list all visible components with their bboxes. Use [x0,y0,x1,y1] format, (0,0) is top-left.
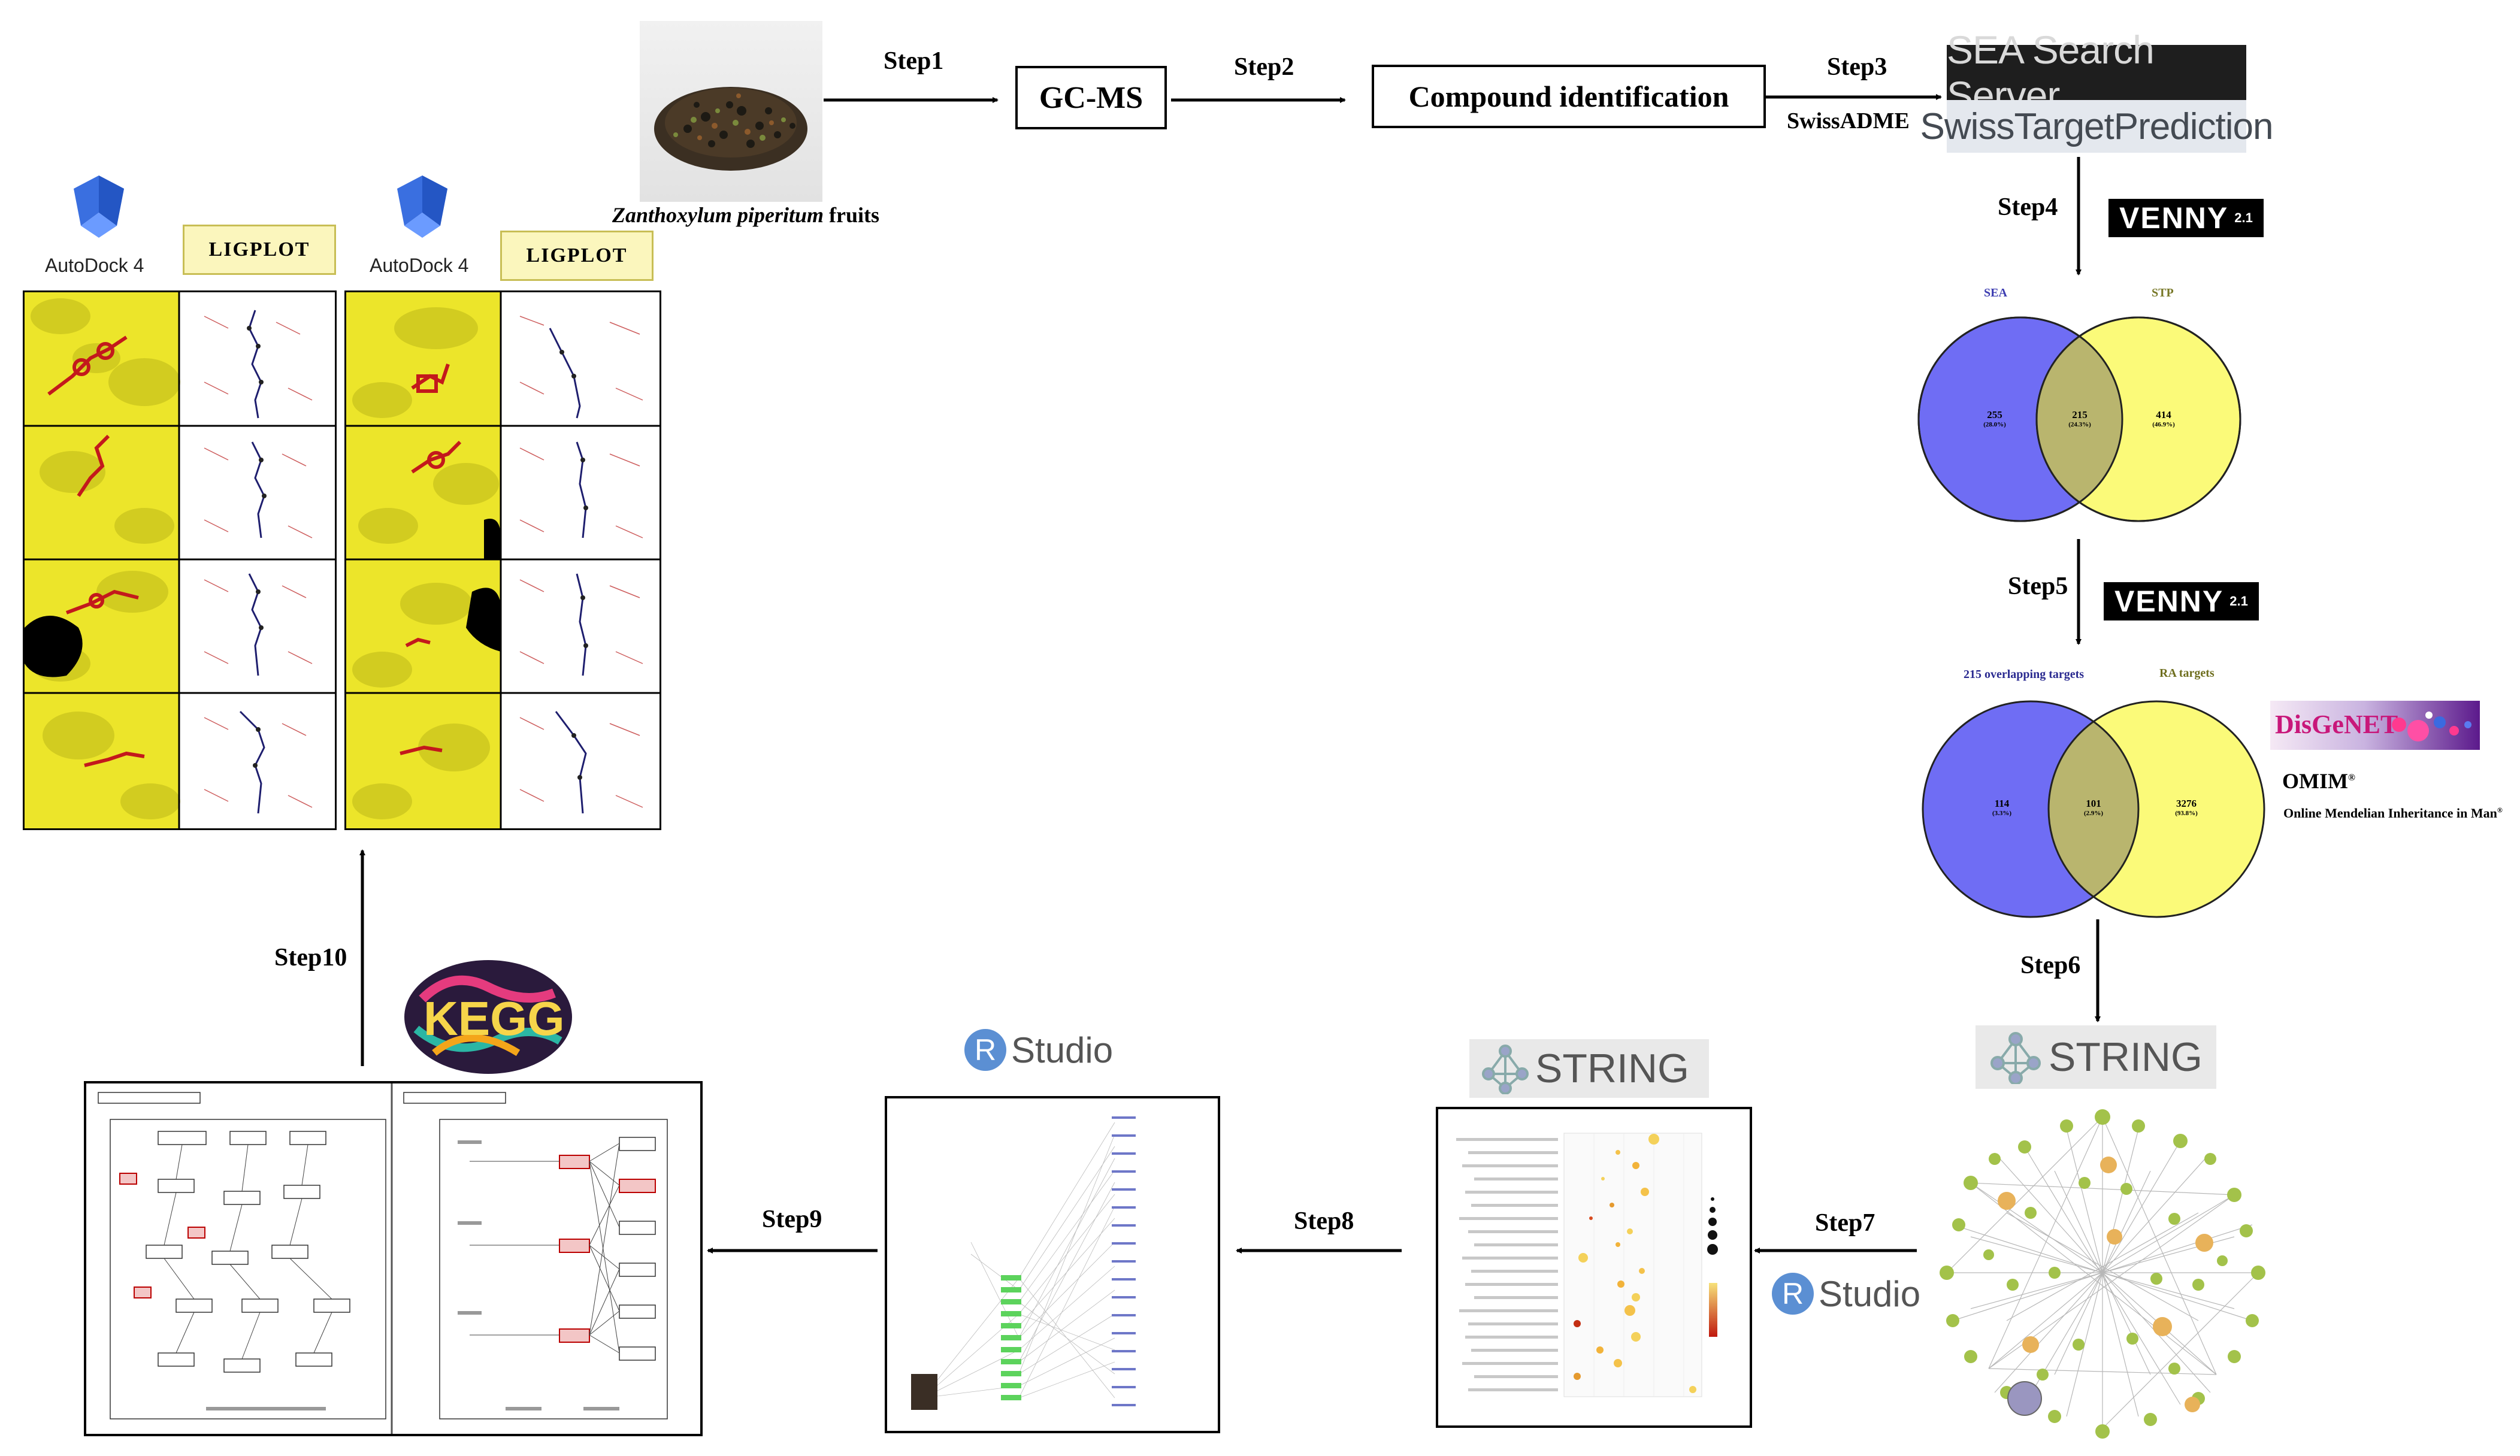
venn1-left-count: 255 (28.0%) [1971,409,2019,428]
kegg-logo-image: KEGG [404,960,572,1074]
omim-subtitle-text: Online Mendelian Inheritance in Man [2283,806,2497,821]
ppi-network-graph [1940,1109,2265,1439]
docking-grid-right [344,290,661,830]
step4-label: Step4 [1998,193,2058,221]
compound-identification-label: Compound identification [1408,80,1729,113]
string-logo-right-text: STRING [2049,1034,2203,1080]
autodock-icon [74,175,124,238]
autodock-label-1: AutoDock 4 [45,255,144,276]
autodock-logo-2 [380,171,464,249]
go-enrichment-dotplot-panel [1436,1107,1752,1428]
venn2-mid-pct: (2.9%) [2083,809,2104,817]
venn2-overlap [2049,701,2138,917]
autodock-icon [397,175,447,238]
pathway-network-image [911,1116,1136,1410]
omim-subtitle: Online Mendelian Inheritance in Man® [2283,806,2503,821]
venn2-right-value: 3276 [2176,798,2197,809]
string-logo-left-text: STRING [1535,1046,1689,1091]
venn1-mid-pct: (24.3%) [2068,420,2091,428]
rstudio-logo-middle-text: Studio [1011,1030,1114,1070]
venn2-left-pct: (3.3%) [1992,809,2012,817]
docking-grid-right-image [346,292,660,828]
compound-target-pathway-panel [885,1096,1220,1433]
disgenet-dots-icon [2392,712,2471,741]
venny-logo-1-text: VENNY [2119,201,2229,235]
venn2-mid-count: 101 (2.9%) [2070,798,2117,817]
venn2-right-count: 3276 (93.8%) [2162,798,2210,817]
autodock-logo-1 [57,171,141,249]
ligplot-logo-2: LIGPLOT [500,231,654,281]
venn2-left-count: 114 (3.3%) [1978,798,2026,817]
venn1-diagram [1917,316,2241,522]
venn1-mid-value: 215 [2072,409,2088,420]
venn2-diagram [1922,700,2265,918]
omim-title-text: OMIM [2282,769,2348,793]
step2-label: Step2 [1234,53,1294,81]
disgenet-logo-text: DisGeNET [2275,710,2398,739]
fruit-caption: Zanthoxylum piperitum fruits [608,202,884,228]
kegg-pathway-map-panel [84,1081,703,1436]
compound-identification-box: Compound identification [1372,65,1766,128]
string-network-icon [1482,1045,1529,1094]
step6-label: Step6 [2020,952,2081,979]
sea-search-server-logo: SEA Search Server [1947,28,2246,117]
venn1-left-value: 255 [1987,409,2002,420]
string-network-icon [1990,1032,2041,1084]
swissadme-label: SwissADME [1787,108,1910,134]
venn2-left-value: 114 [1994,798,2010,809]
docking-grid-left [23,290,337,830]
venn1-left-pct: (28.0%) [1983,420,2006,428]
venn1-right-pct: (46.9%) [2152,420,2175,428]
ppi-hub-node [2007,1381,2042,1416]
omim-subtitle-reg: ® [2497,806,2503,815]
kegg-logo-text: KEGG [423,992,565,1045]
step10-label: Step10 [274,944,347,971]
step3-label: Step3 [1827,53,1887,81]
venny-logo-1: VENNY 2.1 [2108,199,2264,237]
step9-label: Step9 [762,1206,822,1233]
disgenet-logo: DisGeNET [2270,701,2480,750]
venn1-mid-count: 215 (24.3%) [2056,409,2104,428]
omim-title: OMIM® [2282,768,2355,794]
venny-logo-1-version: 2.1 [2234,210,2253,225]
rstudio-logo-right: R Studio [1772,1273,1920,1315]
fruit-caption-species: Zanthoxylum piperitum [612,203,824,227]
ligplot-logo-1: LIGPLOT [183,225,336,275]
peppercorn-pile-image [654,87,807,171]
step8-label: Step8 [1294,1207,1354,1235]
autodock-label-2: AutoDock 4 [370,255,469,276]
string-logo-left: STRING [1469,1039,1709,1098]
step1-label: Step1 [884,47,944,75]
dotplot-image [1456,1133,1718,1397]
rstudio-logo-middle: R Studio [964,1029,1113,1071]
venn2-right-pct: (93.8%) [2175,809,2198,817]
rstudio-r-icon: R [1772,1273,1814,1315]
omim-title-reg: ® [2347,773,2355,783]
venny-logo-2: VENNY 2.1 [2104,582,2259,620]
venn1-right-value: 414 [2156,409,2171,420]
fruit-caption-suffix: fruits [824,203,880,227]
venn1-right-count: 414 (46.9%) [2140,409,2188,428]
kegg-logo: KEGG [398,957,578,1077]
venn2-mid-value: 101 [2086,798,2101,809]
venn1-overlap [2037,317,2122,521]
docking-grid-left-image [25,292,335,828]
string-logo-right: STRING [1976,1025,2216,1089]
kegg-pathway-map-image [98,1083,668,1434]
venny-logo-2-text: VENNY [2114,585,2224,618]
step7-label: Step7 [1815,1209,1875,1237]
venn1-right-label: STP [2152,286,2174,299]
swiss-target-prediction-logo: SwissTargetPrediction [1920,100,2273,153]
step5-label: Step5 [2008,573,2068,600]
fruit-photo [640,21,822,202]
gcms-box: GC-MS [1015,66,1167,129]
rstudio-logo-right-text: Studio [1819,1273,1921,1314]
venn2-right-label: RA targets [2159,667,2215,680]
venn2-left-label: 215 overlapping targets [1964,668,2085,681]
venn1-left-label: SEA [1984,286,2007,299]
gcms-label: GC-MS [1039,80,1143,115]
rstudio-r-icon: R [964,1029,1006,1071]
venny-logo-2-version: 2.1 [2229,594,2248,609]
